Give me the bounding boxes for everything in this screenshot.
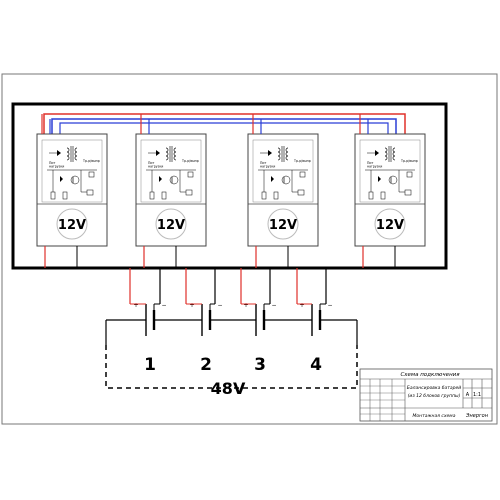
battery-plus-label: + — [189, 302, 194, 309]
circuit-frame — [140, 139, 202, 203]
transformer-coil-icon — [384, 155, 388, 161]
resistor-icon — [380, 191, 386, 200]
title-block-bottom-left: Монтажная схема — [413, 413, 456, 419]
module-voltage-label: 12V — [376, 218, 404, 233]
transformer-coil-icon — [165, 155, 169, 161]
module-out-label: Тр-р/выпр — [181, 159, 199, 163]
negative-bus-inner — [59, 122, 389, 134]
transformer-coil-icon — [74, 155, 78, 161]
voltage-badge — [267, 208, 299, 240]
series-bracket — [105, 345, 358, 389]
diode-icon — [57, 150, 61, 156]
battery-4: + − 4 — [264, 302, 357, 375]
title-block: Схема подключения Балансировка батарей (… — [359, 368, 493, 422]
transistor-icon — [281, 175, 291, 185]
voltage-badge — [155, 208, 187, 240]
negative-bus-top — [51, 118, 397, 134]
module-out-label: Тр-р/выпр — [82, 159, 100, 163]
battery-plus-label: + — [133, 302, 138, 309]
top-bus-wires — [43, 113, 406, 134]
capacitor-icon — [404, 189, 412, 196]
transistor-icon — [388, 175, 398, 185]
title-block-sheet: А — [466, 392, 470, 398]
module-voltage-label: 12V — [157, 218, 185, 233]
resistor-icon — [50, 191, 56, 200]
diode-icon — [378, 176, 381, 182]
battery-2: + − 2 — [154, 302, 223, 375]
capacitor-icon — [406, 171, 413, 178]
battery-number-label: 1 — [144, 355, 156, 375]
capacitor-icon — [297, 189, 305, 196]
battery-minus-label: − — [161, 302, 166, 309]
voltage-badge — [374, 208, 406, 240]
title-block-scale: 1:1 — [473, 392, 481, 398]
total-voltage-label: 48V — [211, 379, 246, 398]
module-out-label: Тр-р/выпр — [293, 159, 311, 163]
resistor-icon — [273, 191, 279, 200]
capacitor-icon — [185, 189, 193, 196]
title-block-title: Схема подключения — [400, 372, 460, 378]
resistor-icon — [161, 191, 167, 200]
capacitor-icon — [299, 171, 306, 178]
transistor-icon — [70, 175, 80, 185]
transformer-coil-icon — [173, 155, 177, 161]
battery-3: + − 3 — [210, 302, 277, 375]
resistor-icon — [261, 191, 267, 200]
resistor-icon — [149, 191, 155, 200]
positive-bus-top — [43, 113, 406, 134]
transistor-icon — [169, 175, 179, 185]
capacitor-icon — [86, 189, 94, 196]
diode-icon — [271, 176, 274, 182]
circuit-frame — [359, 139, 421, 203]
diode-icon — [375, 150, 379, 156]
transformer-coil-icon — [285, 155, 289, 161]
transformer-coil-icon — [66, 155, 70, 161]
module-voltage-label: 12V — [269, 218, 297, 233]
drawing-frame — [1, 73, 498, 425]
battery-plus-label: + — [299, 302, 304, 309]
battery-number-label: 3 — [254, 355, 266, 375]
transformer-coil-icon — [277, 155, 281, 161]
transformer-coil-icon — [392, 155, 396, 161]
diode-icon — [156, 150, 160, 156]
battery-minus-label: − — [271, 302, 276, 309]
battery-1: + − 1 — [106, 302, 167, 375]
resistor-icon — [368, 191, 374, 200]
circuit-frame — [252, 139, 314, 203]
capacitor-icon — [88, 171, 95, 178]
title-block-bottom-right: Энергон — [465, 413, 489, 419]
battery-plus-label: + — [243, 302, 248, 309]
voltage-badge — [56, 208, 88, 240]
battery-bank: + − 1 + − 2 + − 3 + − 4 — [105, 268, 358, 375]
diode-icon — [60, 176, 63, 182]
battery-number-label: 2 — [200, 355, 212, 375]
circuit-frame — [41, 139, 103, 203]
title-block-line1: Балансировка батарей — [407, 385, 462, 391]
module-out-label: Тр-р/выпр — [400, 159, 418, 163]
battery-minus-label: − — [217, 302, 222, 309]
battery-number-label: 4 — [310, 355, 322, 375]
module-box — [247, 133, 319, 247]
diode-icon — [268, 150, 272, 156]
battery-minus-label: − — [327, 302, 332, 309]
balancer-enclosure — [11, 102, 448, 270]
module-voltage-label: 12V — [58, 218, 86, 233]
diode-icon — [159, 176, 162, 182]
title-block-line2: (из 12 блоков группы) — [408, 393, 461, 399]
resistor-icon — [62, 191, 68, 200]
capacitor-icon — [187, 171, 194, 178]
